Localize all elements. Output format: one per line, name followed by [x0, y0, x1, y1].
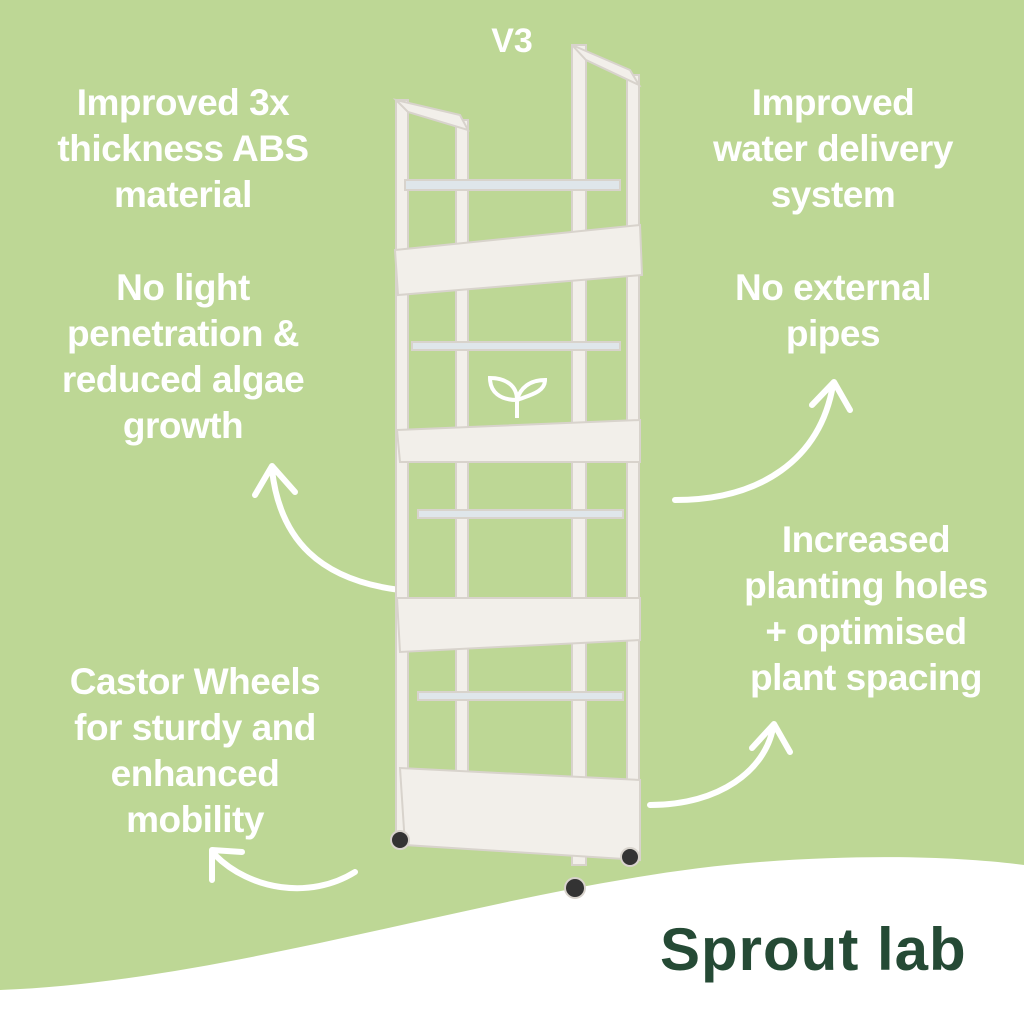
- feature-abs-material: Improved 3x thickness ABS material: [0, 80, 373, 218]
- feature-line: system: [770, 174, 896, 215]
- feature-line: Increased: [781, 519, 951, 560]
- feature-line: Improved: [751, 82, 915, 123]
- feature-line: No external: [734, 267, 932, 308]
- feature-line: No light: [116, 267, 250, 308]
- arrow-right-lower: [647, 721, 793, 808]
- brand-logo: Sprout lab: [660, 916, 967, 983]
- feature-line: material: [114, 174, 252, 215]
- feature-line: mobility: [126, 799, 264, 840]
- feature-line: enhanced: [110, 753, 280, 794]
- feature-line: growth: [122, 405, 244, 446]
- feature-line: water delivery: [713, 128, 953, 169]
- feature-line: for sturdy and: [74, 707, 316, 748]
- feature-line: + optimised: [765, 611, 967, 652]
- feature-line: pipes: [785, 313, 881, 354]
- feature-no-light-penetration: No light penetration & reduced algae gro…: [0, 265, 373, 449]
- feature-line: Castor Wheels: [69, 661, 321, 702]
- feature-line: plant spacing: [750, 657, 982, 698]
- arrow-right-upper: [672, 379, 853, 503]
- feature-no-external-pipes: No external pipes: [643, 265, 1023, 357]
- sprout-icon: [487, 375, 548, 418]
- arrow-left-upper: [252, 463, 403, 593]
- feature-line: Improved 3x: [76, 82, 290, 123]
- feature-line: planting holes: [744, 565, 988, 606]
- arrow-left-lower: [209, 847, 358, 892]
- feature-line: thickness ABS: [57, 128, 309, 169]
- feature-line: reduced algae: [61, 359, 305, 400]
- version-label: V3: [491, 22, 533, 60]
- hydroponic-tower-image: [390, 44, 644, 899]
- feature-planting-holes: Increased planting holes + optimised pla…: [676, 517, 1024, 701]
- white-wave: [0, 857, 1024, 1024]
- feature-line: penetration &: [67, 313, 299, 354]
- feature-water-delivery: Improved water delivery system: [643, 80, 1023, 218]
- feature-castor-wheels: Castor Wheels for sturdy and enhanced mo…: [5, 659, 385, 843]
